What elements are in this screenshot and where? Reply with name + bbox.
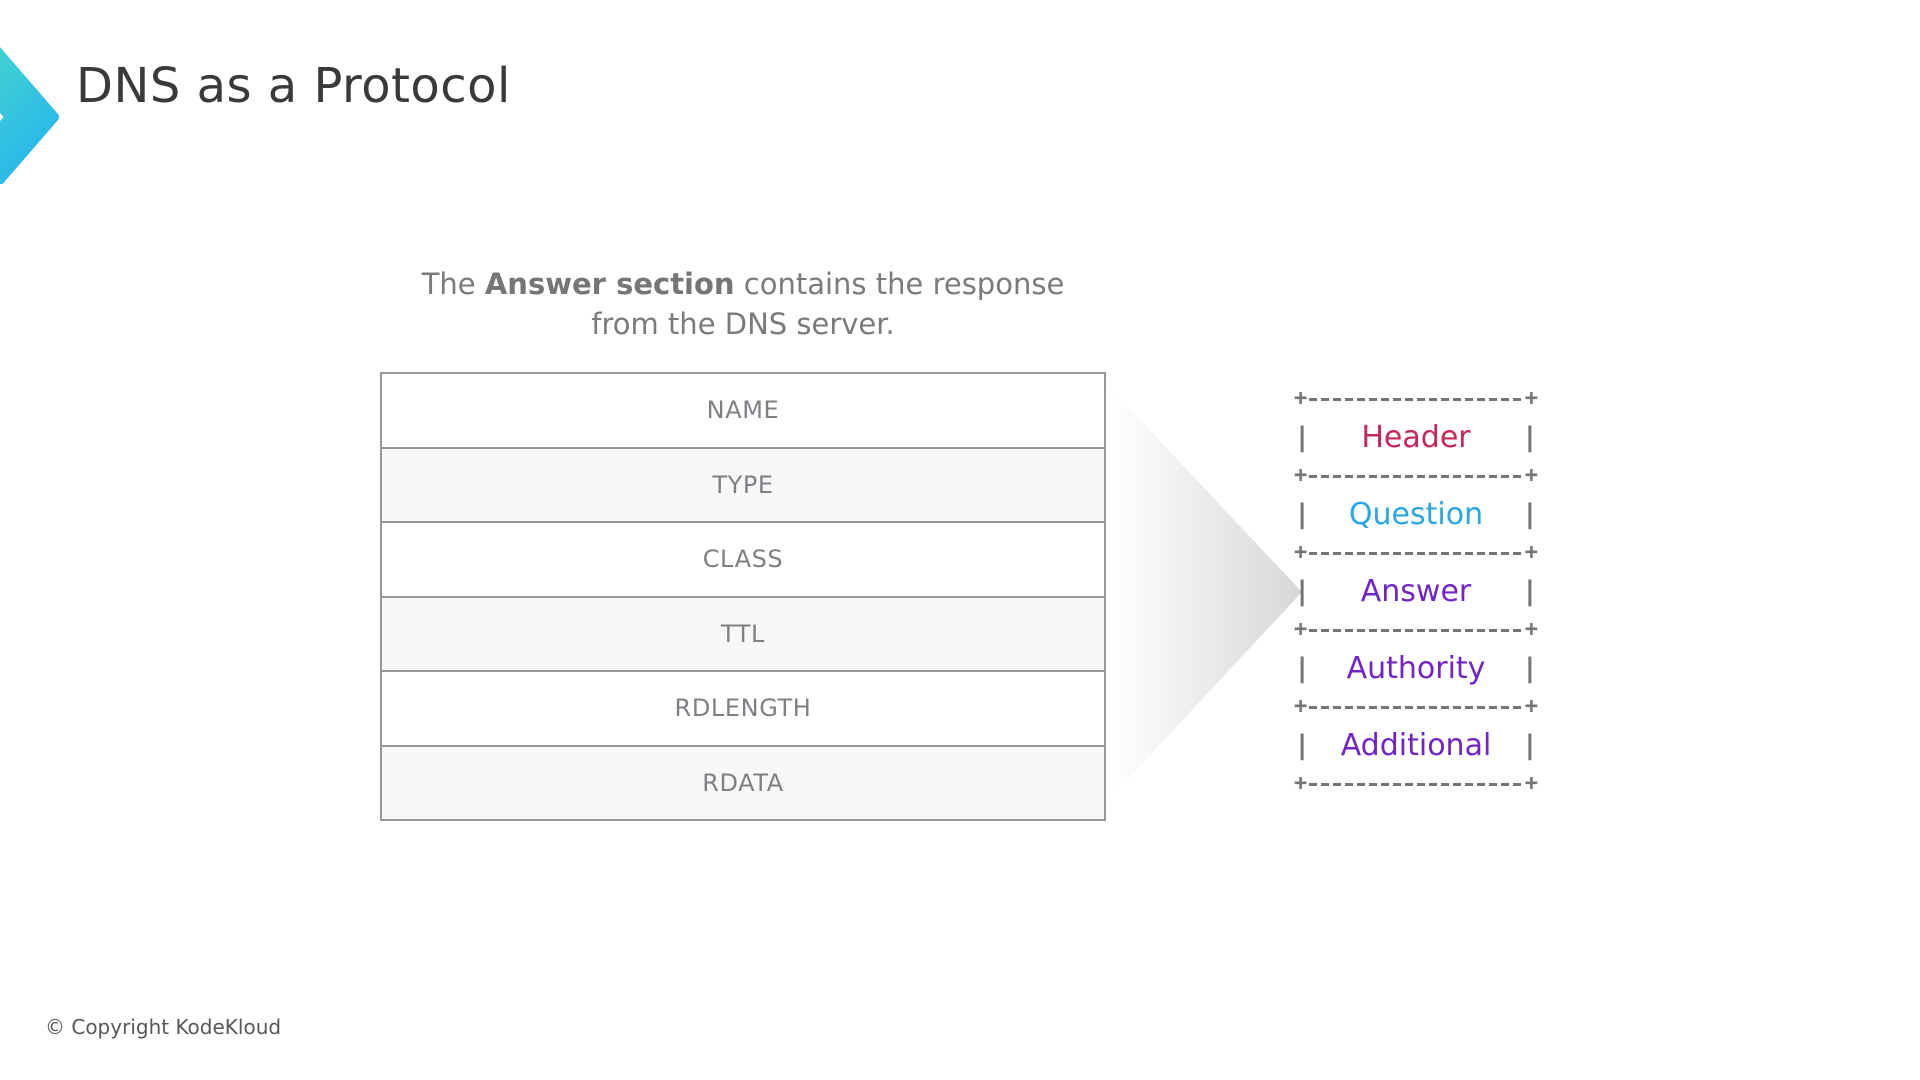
message-section-answer: | Answer | [1294,560,1538,623]
right-arrow-icon [1110,388,1302,798]
dns-message-layout: + + | Header | + + | Question | + + | An… [1294,386,1538,796]
pipe-glyph: | [1294,730,1311,761]
ascii-separator: + + [1294,463,1538,488]
kodekloud-logo-chevron-icon [0,47,59,184]
description-suffix: contains the response from the DNS serve… [591,267,1065,341]
dashed-line [1309,551,1523,555]
record-row-class: CLASS [382,523,1104,598]
ascii-separator: + + [1294,771,1538,796]
description-prefix: The [421,267,485,301]
message-section-header: | Header | [1294,406,1538,469]
pipe-glyph: | [1521,422,1538,453]
pipe-glyph: | [1294,499,1311,530]
dashed-line [1309,782,1523,786]
ascii-separator: + + [1294,694,1538,719]
record-row-ttl: TTL [382,597,1104,672]
plus-corner-glyph: + [1524,771,1538,796]
description-highlight: Answer section [484,267,735,301]
pipe-glyph: | [1294,653,1311,684]
copyright-notice: © Copyright KodeKloud [45,1015,282,1039]
pipe-glyph: | [1521,730,1538,761]
plus-corner-glyph: + [1294,694,1308,719]
pipe-glyph: | [1294,576,1311,607]
record-field-label: TTL [720,619,766,648]
dashed-line [1309,705,1523,709]
plus-corner-glyph: + [1524,617,1538,642]
slide-description: The Answer section contains the response… [380,264,1106,344]
plus-corner-glyph: + [1294,540,1308,565]
plus-corner-glyph: + [1524,386,1538,411]
record-field-label: NAME [706,396,780,425]
plus-corner-glyph: + [1524,694,1538,719]
plus-corner-glyph: + [1294,463,1308,488]
record-row-type: TYPE [382,448,1104,523]
section-label: Authority [1346,651,1486,686]
message-section-authority: | Authority | [1294,637,1538,700]
message-section-question: | Question | [1294,483,1538,546]
record-field-label: TYPE [712,470,774,499]
section-label: Additional [1340,728,1492,763]
record-field-label: RDATA [702,768,784,797]
dashed-line [1309,628,1523,632]
pipe-glyph: | [1521,499,1538,530]
pipe-glyph: | [1294,422,1311,453]
record-field-label: RDLENGTH [674,694,812,723]
plus-corner-glyph: + [1524,463,1538,488]
plus-corner-glyph: + [1294,771,1308,796]
ascii-separator: + + [1294,386,1538,411]
plus-corner-glyph: + [1524,540,1538,565]
record-row-rdata: RDATA [382,746,1104,819]
dashed-line [1309,397,1523,401]
plus-corner-glyph: + [1294,617,1308,642]
section-label: Header [1361,420,1471,455]
plus-corner-glyph: + [1294,386,1308,411]
pipe-glyph: | [1521,653,1538,684]
record-field-label: CLASS [702,545,784,574]
pipe-glyph: | [1521,576,1538,607]
record-row-name: NAME [382,374,1104,449]
record-row-rdlength: RDLENGTH [382,672,1104,747]
ascii-separator: + + [1294,540,1538,565]
dns-record-field-table: NAME TYPE CLASS TTL RDLENGTH RDATA [380,372,1106,821]
ascii-separator: + + [1294,617,1538,642]
message-section-additional: | Additional | [1294,714,1538,777]
section-label: Question [1348,497,1484,532]
slide-title: DNS as a Protocol [76,58,511,114]
section-label: Answer [1360,574,1472,609]
dashed-line [1309,474,1523,478]
